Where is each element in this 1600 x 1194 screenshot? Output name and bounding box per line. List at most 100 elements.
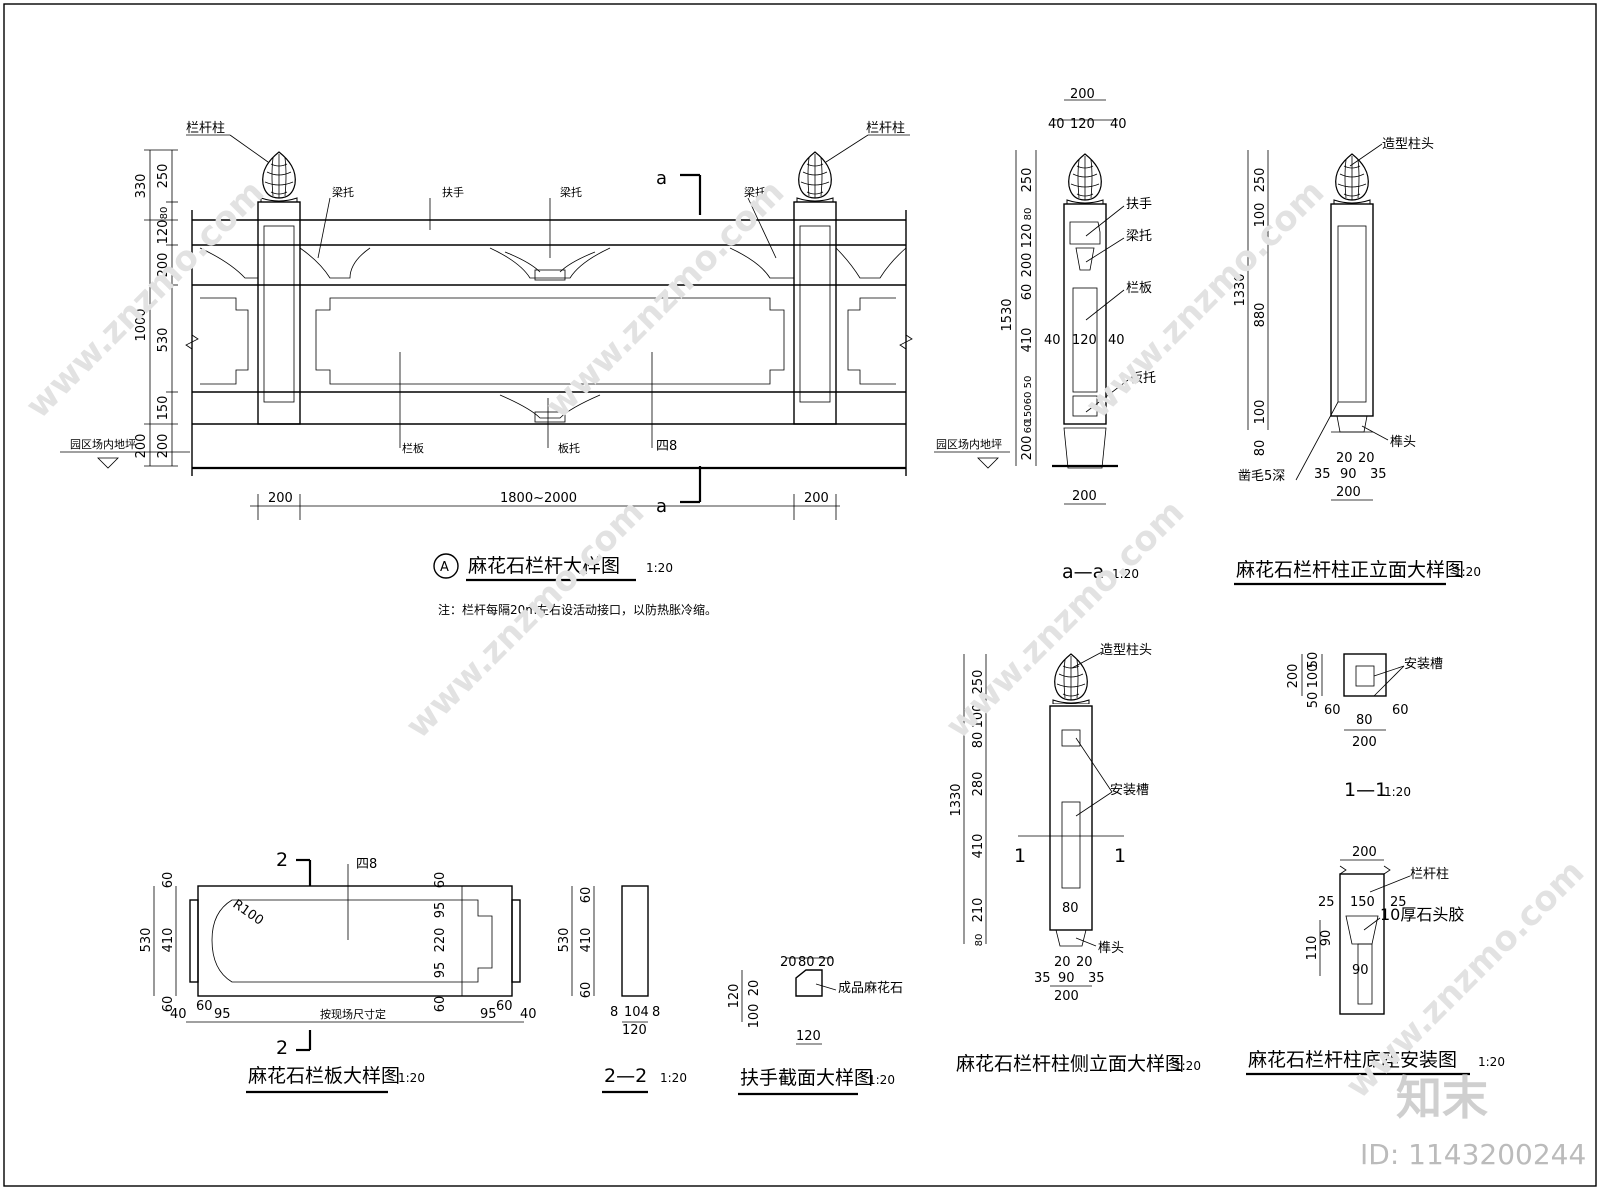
post-front-elevation: 1330 250 100 880 100 80 造型柱头 榫头 凿毛5深 20 … <box>1233 137 1481 586</box>
svg-text:安装槽: 安装槽 <box>1404 657 1443 672</box>
post-base-install: 200 25 150 25 110 90 90 栏杆柱 10厚石头胶 麻花石栏杆… <box>1246 845 1505 1076</box>
svg-text:80: 80 <box>1356 713 1373 728</box>
label-bracket-1: 梁托 <box>332 185 354 199</box>
panel-detail: 2 2 四8 R100 530 60 410 60 60 95 220 95 6… <box>139 849 537 1094</box>
svg-text:榫头: 榫头 <box>1098 941 1124 956</box>
svg-text:95: 95 <box>433 902 448 919</box>
svg-text:200: 200 <box>1352 845 1377 860</box>
dim-250: 250 <box>156 164 171 189</box>
svg-text:120: 120 <box>727 984 742 1009</box>
svg-text:25: 25 <box>1390 895 1407 910</box>
svg-text:150: 150 <box>1350 895 1375 910</box>
svg-text:1000: 1000 <box>134 308 149 341</box>
svg-text:250: 250 <box>971 670 986 695</box>
svg-text:60: 60 <box>1324 703 1341 718</box>
watermark-brand: 知末 <box>1396 1071 1488 1125</box>
svg-text:板托: 板托 <box>1130 371 1156 386</box>
title-section-aa: a—a <box>1062 561 1104 583</box>
svg-text:200: 200 <box>1352 735 1377 750</box>
svg-text:200: 200 <box>1072 489 1097 504</box>
svg-text:80: 80 <box>1253 440 1268 457</box>
dim-330: 330 <box>134 174 149 199</box>
svg-text:80: 80 <box>159 207 170 220</box>
svg-text:110: 110 <box>1305 936 1320 961</box>
svg-text:95: 95 <box>214 1007 231 1022</box>
svg-text:造型柱头: 造型柱头 <box>1100 643 1152 658</box>
svg-text:200: 200 <box>1070 87 1095 102</box>
svg-text:1:20: 1:20 <box>660 1071 687 1085</box>
svg-text:200: 200 <box>156 253 171 278</box>
title-panel: 麻花石栏板大样图 <box>248 1065 400 1087</box>
watermark-site-5: www.znzmo.com <box>1078 172 1332 426</box>
section-a-top: a <box>656 168 667 189</box>
svg-text:200: 200 <box>134 434 149 459</box>
svg-text:25: 25 <box>1318 895 1335 910</box>
svg-text:20: 20 <box>1076 955 1093 970</box>
label-panel-base: 板托 <box>558 441 580 455</box>
watermark-site-6: www.znzmo.com <box>1338 852 1592 1106</box>
svg-text:1: 1 <box>1114 845 1126 867</box>
note-expansion: 注：栏杆每隔20m左右设活动接口，以防热胀冷缩。 <box>438 602 717 617</box>
label-bracket-3: 梁托 <box>744 185 766 199</box>
svg-text:95: 95 <box>433 962 448 979</box>
railing-elevation: a a 栏杆柱 栏杆柱 梁托 扶手 梁托 梁托 栏板 板托 四8 园区场内地坪 <box>60 121 913 617</box>
svg-text:园区场内地坪: 园区场内地坪 <box>936 437 1002 451</box>
svg-text:60: 60 <box>1023 392 1034 405</box>
panel-frame <box>315 297 785 385</box>
svg-text:60: 60 <box>496 999 513 1014</box>
svg-text:120: 120 <box>156 220 171 245</box>
dim-span: 1800~2000 <box>500 491 577 506</box>
svg-text:20: 20 <box>1336 451 1353 466</box>
svg-text:120: 120 <box>622 1023 647 1038</box>
svg-text:100: 100 <box>747 1004 762 1029</box>
svg-text:40: 40 <box>1044 333 1061 348</box>
svg-text:1:20: 1:20 <box>398 1071 425 1085</box>
title-circle: A <box>440 560 449 575</box>
svg-text:250: 250 <box>1020 168 1035 193</box>
label-post-left: 栏杆柱 <box>186 121 225 136</box>
svg-text:成品麻花石: 成品麻花石 <box>838 980 903 996</box>
section-11: 安装槽 200 50 100 50 60 80 60 200 1—1 1:20 <box>1286 652 1443 801</box>
svg-text:220: 220 <box>433 928 448 953</box>
svg-text:60: 60 <box>433 872 448 889</box>
svg-text:60: 60 <box>1392 703 1409 718</box>
svg-text:530: 530 <box>139 928 154 953</box>
svg-text:安装槽: 安装槽 <box>1110 783 1149 798</box>
svg-text:50: 50 <box>1306 692 1321 709</box>
svg-text:210: 210 <box>971 898 986 923</box>
svg-text:530: 530 <box>557 928 572 953</box>
svg-text:410: 410 <box>579 928 594 953</box>
section-22: 530 60 410 60 8 104 8 120 2—2 1:20 <box>557 885 687 1094</box>
svg-text:1:20: 1:20 <box>1112 567 1139 581</box>
svg-text:1:20: 1:20 <box>646 561 673 575</box>
svg-text:35: 35 <box>1314 467 1331 482</box>
svg-text:20: 20 <box>1358 451 1375 466</box>
svg-text:40: 40 <box>1048 117 1065 132</box>
svg-text:150: 150 <box>1023 404 1034 423</box>
watermark-id: ID: 1143200244 <box>1360 1138 1586 1171</box>
dim-200-r: 200 <box>804 491 829 506</box>
svg-text:200: 200 <box>156 434 171 459</box>
svg-text:20: 20 <box>818 955 835 970</box>
svg-text:120: 120 <box>796 1029 821 1044</box>
title-post-base: 麻花石栏杆柱底座安装图 <box>1248 1049 1457 1071</box>
label-panel: 栏板 <box>402 441 424 455</box>
svg-text:40: 40 <box>170 1007 187 1022</box>
svg-text:60: 60 <box>433 996 448 1013</box>
title-post-front: 麻花石栏杆柱正立面大样图 <box>1236 559 1464 581</box>
svg-text:60: 60 <box>579 887 594 904</box>
svg-text:四8: 四8 <box>356 857 377 872</box>
svg-text:20: 20 <box>747 980 762 997</box>
post-right <box>793 201 837 425</box>
svg-text:200: 200 <box>1020 436 1035 461</box>
svg-text:80: 80 <box>1023 208 1034 221</box>
svg-text:40: 40 <box>1110 117 1127 132</box>
svg-text:1330: 1330 <box>949 783 964 816</box>
svg-text:410: 410 <box>161 928 176 953</box>
svg-text:120: 120 <box>1070 117 1095 132</box>
svg-text:80: 80 <box>971 732 986 749</box>
watermark-site-4: www.znzmo.com <box>938 492 1192 746</box>
svg-text:60: 60 <box>161 872 176 889</box>
svg-text:10厚石头胶: 10厚石头胶 <box>1380 905 1464 924</box>
